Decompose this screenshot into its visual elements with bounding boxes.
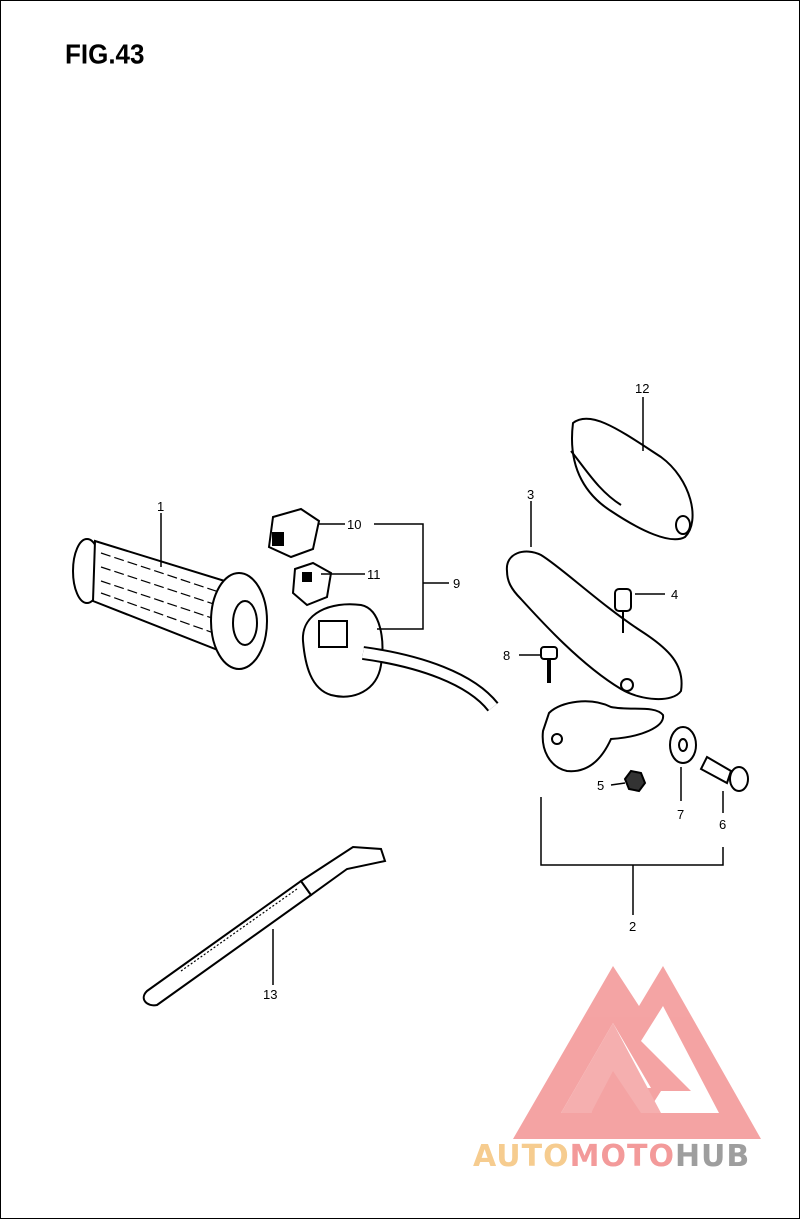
part-9-switch-housing <box>301 603 499 712</box>
watermark-wordmark: AUTOMOTOHUB <box>473 1139 750 1174</box>
watermark-logo <box>513 966 761 1139</box>
callout-1: 1 <box>157 499 164 514</box>
part-6-bolt <box>699 755 749 792</box>
callout-2: 2 <box>629 919 636 934</box>
part-7-washer <box>669 726 697 764</box>
leader-lines <box>160 397 724 985</box>
part-4-screw <box>614 588 632 633</box>
callout-10: 10 <box>347 517 361 532</box>
part-1-handlebar-grip <box>72 538 268 670</box>
callout-11: 11 <box>367 567 381 582</box>
watermark-moto: MOTO <box>569 1139 675 1174</box>
part-3-lever <box>505 550 683 701</box>
part-12-lever-cover <box>570 417 694 541</box>
part-5-nut <box>623 769 647 793</box>
callout-3: 3 <box>527 487 534 502</box>
callout-4: 4 <box>671 587 678 602</box>
watermark-auto: AUTO <box>473 1139 570 1174</box>
watermark-hub: HUB <box>674 1139 751 1174</box>
callout-9: 9 <box>453 576 460 591</box>
callout-12: 12 <box>635 381 649 396</box>
callout-7: 7 <box>677 807 684 822</box>
part-8-bolt <box>540 646 558 683</box>
part-2-lever-holder <box>541 700 665 773</box>
callout-8: 8 <box>503 648 510 663</box>
part-13-cable-tie <box>142 845 387 1007</box>
callout-5: 5 <box>597 778 604 793</box>
part-10-clamp-piece <box>267 507 321 559</box>
callout-13: 13 <box>263 987 277 1002</box>
figure-title: FIG.43 <box>65 38 145 70</box>
callout-6: 6 <box>719 817 726 832</box>
part-11-clamp-piece <box>291 561 333 607</box>
